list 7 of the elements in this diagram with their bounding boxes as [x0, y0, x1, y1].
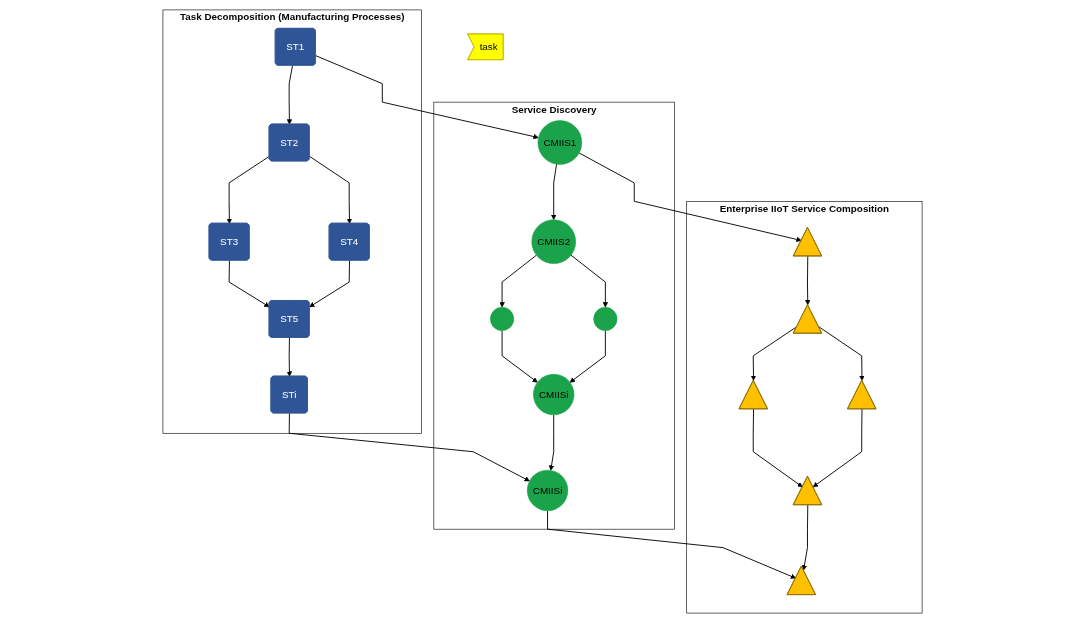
- node-circle: CMIISi: [533, 373, 575, 416]
- node-circle: CMIISi: [526, 469, 569, 512]
- node-circle: [490, 306, 515, 331]
- node-circle: CMIIS2: [531, 219, 576, 264]
- node-circle: [593, 306, 618, 331]
- node-circle: CMIIS1: [537, 120, 583, 165]
- cluster: Enterprise IIoT Service Composition: [686, 201, 923, 614]
